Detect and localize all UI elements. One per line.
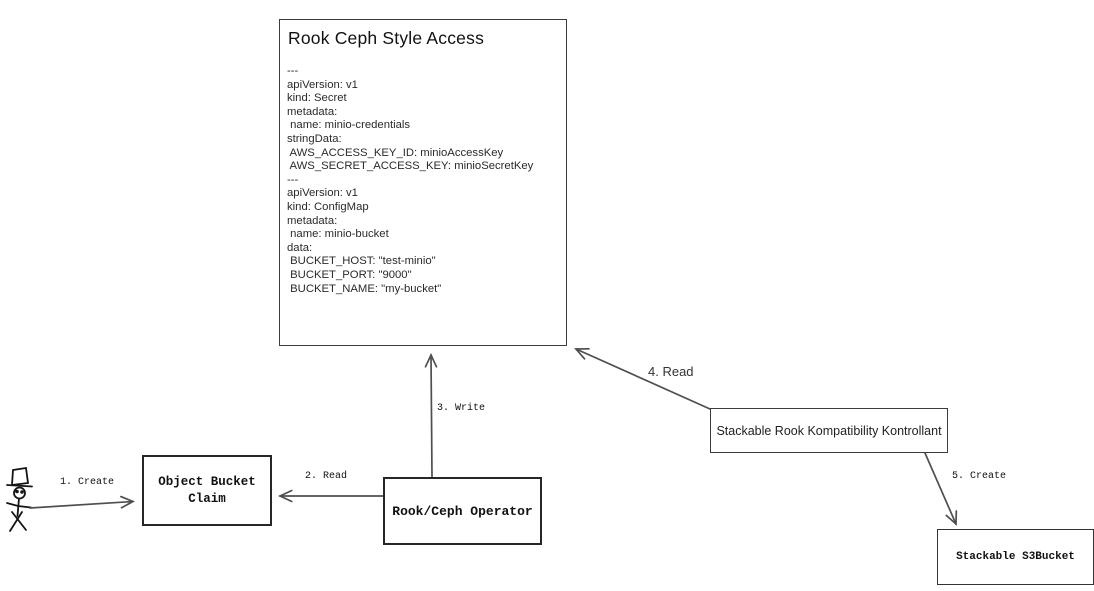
arrow-create-s3bucket <box>924 452 958 526</box>
edge-label-step4-read: 4. Read <box>648 364 694 379</box>
edge-label-step2-read: 2. Read <box>305 471 348 482</box>
arrow-read-obc <box>277 489 384 503</box>
actor-hat <box>11 466 30 487</box>
arrow-read-yaml <box>574 347 711 410</box>
edge-label-step5-create: 5. Create <box>952 471 1007 482</box>
actor-stick-figure-icon <box>6 466 33 532</box>
node-stackable-rook-kompatibility-kontrollant: Stackable Rook Kompatibility Kontrollant <box>710 408 948 453</box>
actor-leg-left <box>9 511 23 532</box>
arrow-write-yaml <box>424 352 438 478</box>
edge-label-step3-write: 3. Write <box>437 403 486 414</box>
yaml-box-body: --- apiVersion: v1 kind: Secret metadata… <box>287 65 534 295</box>
actor-body <box>16 497 20 517</box>
actor-leg-right <box>11 511 27 531</box>
actor-hat-brim <box>6 484 33 488</box>
actor-eye-left <box>15 489 19 494</box>
yaml-box-title: Rook Ceph Style Access <box>288 28 485 48</box>
node-rook-ceph-operator: Rook/Ceph Operator <box>383 477 542 545</box>
edge-label-step1-create: 1. Create <box>60 477 115 488</box>
node-stackable-s3bucket: Stackable S3Bucket <box>937 529 1094 585</box>
arrow-create-obc <box>29 495 135 509</box>
actor-arms <box>6 502 32 509</box>
node-rook-ceph-style-access: Rook Ceph Style Access --- apiVersion: v… <box>279 19 567 346</box>
node-object-bucket-claim: Object Bucket Claim <box>142 455 272 526</box>
actor-eye-right <box>20 490 24 494</box>
